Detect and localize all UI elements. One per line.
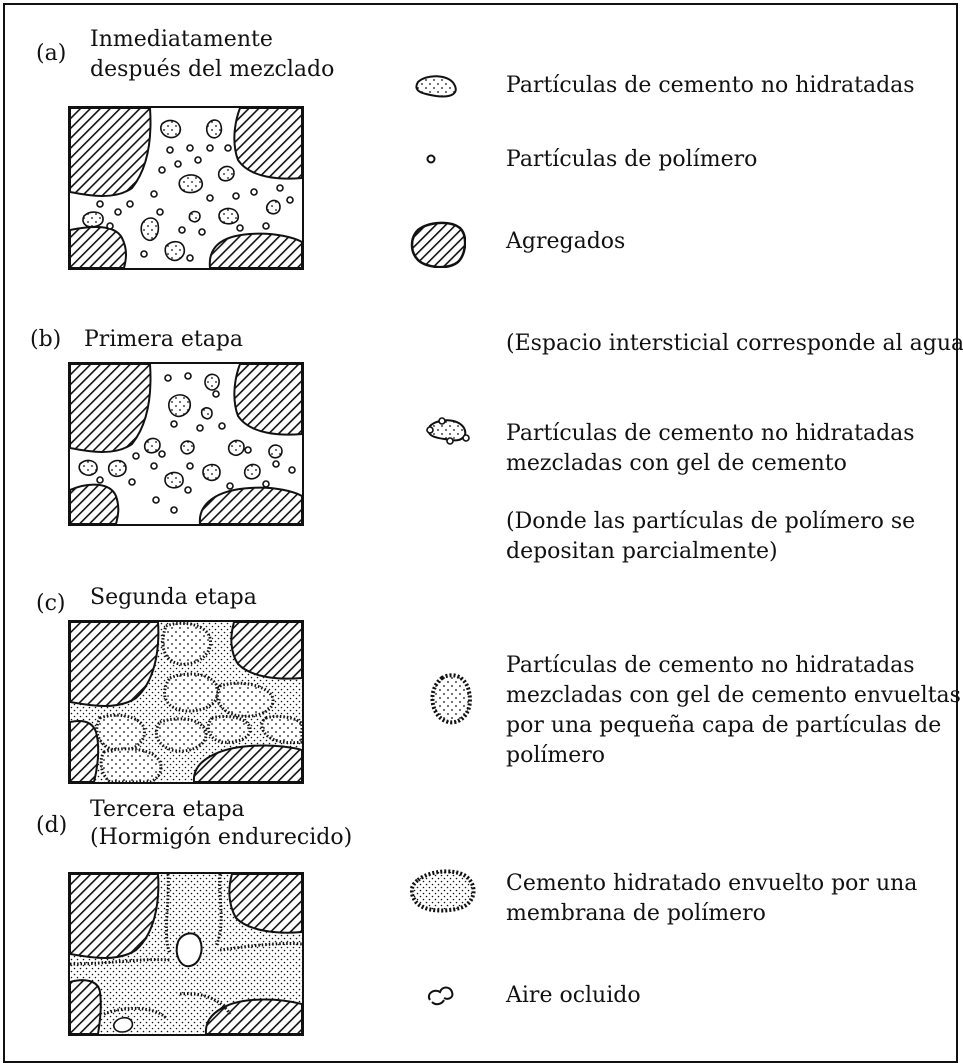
legend-cement-gel-line1: Partículas de cemento no hidratadas bbox=[506, 421, 915, 446]
stage-b-letter: (b) bbox=[30, 327, 62, 352]
stage-c-panel bbox=[68, 620, 304, 784]
legend-air: Aire ocluido bbox=[506, 983, 641, 1008]
stage-b-panel bbox=[68, 362, 304, 526]
legend-enveloped-line1: Partículas de cemento no hidratadas bbox=[506, 653, 915, 678]
legend-enveloped-line4: polímero bbox=[506, 743, 606, 768]
legend-hydrated-line1: Cemento hidratado envuelto por una bbox=[506, 871, 918, 896]
stage-a-title-line2: después del mezclado bbox=[90, 57, 335, 82]
aggregate-icon bbox=[410, 220, 466, 268]
stage-c-title: Segunda etapa bbox=[90, 585, 257, 610]
stage-b-title: Primera etapa bbox=[84, 327, 244, 352]
legend-enveloped-line3: por una pequeña capa de partículas de bbox=[506, 713, 942, 738]
stage-c-letter: (c) bbox=[36, 591, 66, 616]
enveloped-cement-icon bbox=[430, 672, 474, 726]
stage-a-letter: (a) bbox=[36, 41, 67, 66]
legend-polymer-particles: Partículas de polímero bbox=[506, 147, 758, 172]
stage-d-title-line2: (Hormigón endurecido) bbox=[90, 825, 353, 850]
legend-cement-gel-line2: mezcladas con gel de cemento bbox=[506, 451, 847, 476]
stage-d-letter: (d) bbox=[36, 813, 68, 838]
legend-enveloped-line2: mezcladas con gel de cemento envueltas bbox=[506, 683, 961, 708]
legend-unhydrated-cement: Partículas de cemento no hidratadas bbox=[506, 73, 915, 98]
unhydrated-cement-icon bbox=[412, 74, 460, 100]
stage-a-panel bbox=[68, 106, 304, 270]
legend-deposit-note-line1: (Donde las partículas de polímero se bbox=[506, 509, 916, 534]
legend-interstitial-note: (Espacio intersticial corresponde al agu… bbox=[506, 331, 963, 356]
hydrated-cement-icon bbox=[410, 868, 476, 914]
cement-gel-icon bbox=[424, 416, 474, 446]
stage-a-title-line1: Inmediatamente bbox=[90, 27, 273, 52]
stage-d-title-line1: Tercera etapa bbox=[90, 797, 245, 822]
occluded-air-icon bbox=[424, 984, 460, 1010]
legend-deposit-note-line2: depositan parcialmente) bbox=[506, 539, 778, 564]
stage-d-panel bbox=[68, 872, 304, 1036]
legend-aggregates: Agregados bbox=[506, 229, 626, 254]
polymer-particle-icon bbox=[424, 152, 438, 166]
legend-hydrated-line2: membrana de polímero bbox=[506, 901, 766, 926]
